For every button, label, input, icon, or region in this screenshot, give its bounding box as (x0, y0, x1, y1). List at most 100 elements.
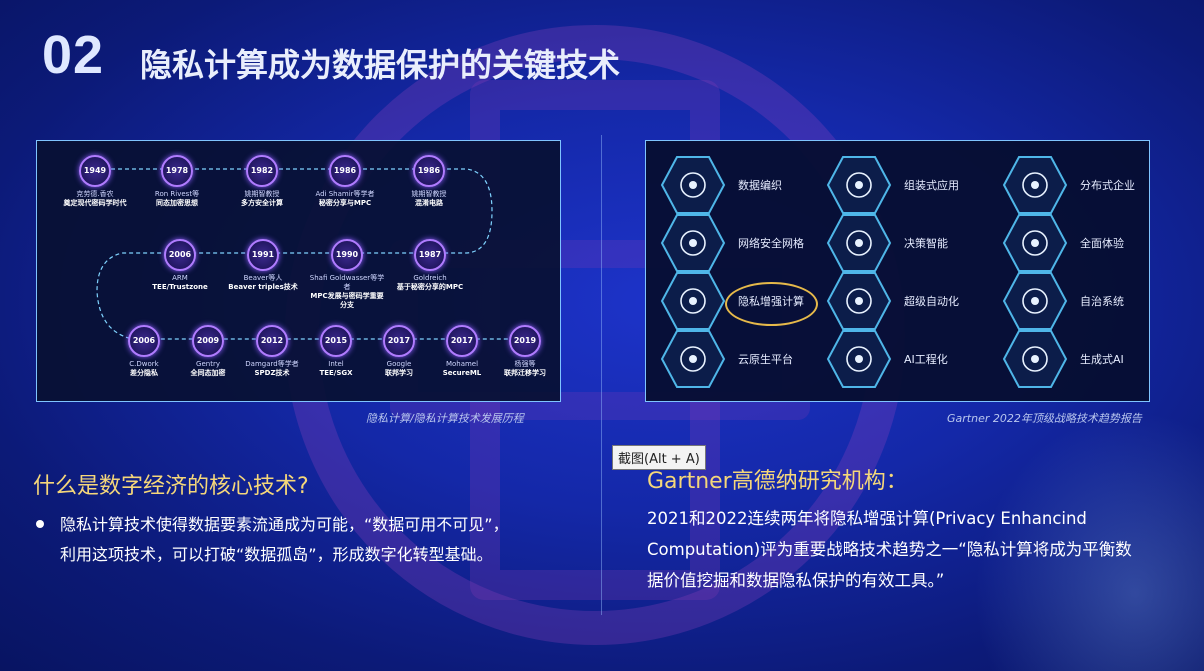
timeline-event: 差分隐私 (130, 369, 158, 377)
timeline-event: 联邦学习 (385, 369, 413, 377)
trend-label: 全面体验 (1080, 237, 1124, 250)
trend-item: 数据编织 (660, 155, 825, 214)
timeline-person: ARM (172, 274, 188, 282)
timeline-person: Ron Rivest等 (154, 190, 200, 198)
trend-label: 决策智能 (904, 237, 948, 250)
timeline-caption: 隐私计算/隐私计算技术发展历程 (366, 412, 524, 425)
right-paragraph: 2021和2022连续两年将隐私增强计算(Privacy Enhancind C… (647, 503, 1177, 596)
timeline-year-badge: 2012 (256, 325, 288, 357)
timeline-person: Gentry (196, 360, 220, 368)
timeline-person: C.Dwork (129, 360, 159, 368)
left-paragraph: 隐私计算技术使得数据要素流通成为可能，“数据可用不可见”， 利用这项技术，可以打… (60, 510, 580, 570)
security-mesh-icon (660, 214, 726, 272)
timeline-person: Damgard等学者 (245, 360, 299, 368)
timeline-person: Intel (328, 360, 344, 368)
trend-item: 云原生平台 (660, 329, 825, 388)
distributed-enterprise-icon (1002, 156, 1068, 214)
trend-label: 数据编织 (738, 179, 782, 192)
timeline-person: 杨强等 (514, 360, 536, 368)
right-paragraph-line: Computation)评为重要战略技术趋势之一“隐私计算将成为平衡数 (647, 540, 1132, 559)
timeline-event: 全同态加密 (190, 369, 226, 377)
trend-label: AI工程化 (904, 353, 948, 366)
timeline-event: TEE/Trustzone (152, 283, 208, 291)
timeline-event: MPC发展与密码学重要分支 (310, 292, 384, 309)
timeline-person: 克劳德.香农 (76, 190, 114, 198)
trend-item: 网络安全网格 (660, 213, 825, 272)
decision-intelligence-icon (826, 214, 892, 272)
page-title: 隐私计算成为数据保护的关键技术 (140, 46, 621, 84)
timeline-path (96, 168, 517, 340)
trend-label: 云原生平台 (738, 353, 793, 366)
timeline-event: 奠定现代密码学时代 (63, 199, 127, 207)
timeline-node: 1949 克劳德.香农奠定现代密码学时代 (56, 155, 134, 208)
timeline-year-badge: 1982 (246, 155, 278, 187)
trend-label: 网络安全网格 (738, 237, 804, 250)
trend-item: 生成式AI (1002, 329, 1167, 388)
bullet-icon (36, 520, 44, 528)
timeline-event: SecureML (442, 369, 482, 377)
trend-item: 组装式应用 (826, 155, 991, 214)
timeline-event: 联邦迁移学习 (504, 369, 546, 377)
hyperautomation-icon (826, 272, 892, 330)
timeline-event: SPDZ技术 (254, 369, 290, 377)
timeline-year-badge: 1990 (331, 239, 363, 271)
timeline-year-badge: 1987 (414, 239, 446, 271)
right-paragraph-line: 2021和2022连续两年将隐私增强计算(Privacy Enhancind (647, 509, 1087, 528)
left-paragraph-line: 隐私计算技术使得数据要素流通成为可能，“数据可用不可见”， (60, 515, 509, 534)
timeline-year-badge: 2006 (128, 325, 160, 357)
trend-item: 全面体验 (1002, 213, 1167, 272)
timeline-person: Beaver等人 (243, 274, 283, 282)
timeline-year-badge: 2017 (446, 325, 478, 357)
trend-label: 组装式应用 (904, 179, 959, 192)
column-divider (601, 135, 602, 615)
right-paragraph-line: 据价值挖掘和数据隐私保护的有效工具。” (647, 571, 945, 590)
timeline-year-badge: 2019 (509, 325, 541, 357)
trend-item: 自治系统 (1002, 271, 1167, 330)
background-decoration (974, 411, 1204, 671)
trend-label: 生成式AI (1080, 353, 1124, 366)
section-number: 02 (42, 25, 105, 85)
timeline-event: TEE/SGX (319, 369, 353, 377)
timeline-year-badge: 1986 (329, 155, 361, 187)
total-experience-icon (1002, 214, 1068, 272)
composable-app-icon (826, 156, 892, 214)
timeline-person: Mohamel (445, 360, 479, 368)
screenshot-tooltip: 截图(Alt + A) (612, 445, 706, 470)
trend-item: 决策智能 (826, 213, 991, 272)
trend-item: AI工程化 (826, 329, 991, 388)
timeline-year-badge: 2006 (164, 239, 196, 271)
timeline-year-badge: 2015 (320, 325, 352, 357)
timeline-year-badge: 1978 (161, 155, 193, 187)
timeline-year-badge: 1991 (247, 239, 279, 271)
generative-ai-icon (1002, 330, 1068, 388)
cloud-native-icon (660, 330, 726, 388)
timeline-event: 秘密分享与MPC (318, 199, 372, 207)
trend-label: 分布式企业 (1080, 179, 1135, 192)
timeline-event: 多方安全计算 (241, 199, 283, 207)
timeline-event: 基于秘密分享的MPC (396, 283, 464, 291)
trend-label: 超级自动化 (904, 295, 959, 308)
trend-item: 分布式企业 (1002, 155, 1167, 214)
trend-label: 自治系统 (1080, 295, 1124, 308)
highlight-ellipse (725, 282, 818, 326)
timeline-year-badge: 1986 (413, 155, 445, 187)
left-question-heading: 什么是数字经济的核心技术? (33, 474, 309, 499)
timeline-person: Adi Shamir等学者 (315, 190, 375, 198)
timeline-year-badge: 1949 (79, 155, 111, 187)
timeline-node: 2019 杨强等联邦迁移学习 (486, 325, 564, 378)
timeline-event: Beaver triples技术 (228, 283, 298, 291)
timeline-person: Goldreich (413, 274, 447, 282)
privacy-compute-icon (660, 272, 726, 330)
